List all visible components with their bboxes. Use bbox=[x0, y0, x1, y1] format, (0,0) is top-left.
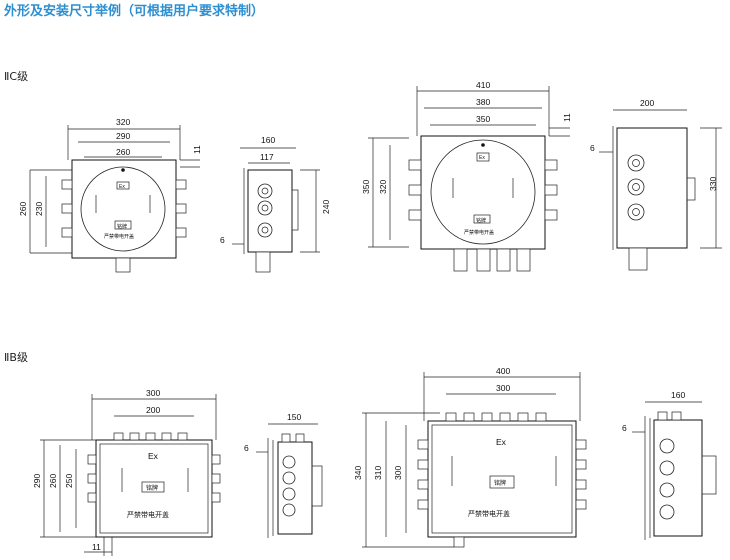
dim-200: 200 bbox=[146, 405, 160, 415]
nameplate-label: 铭牌 bbox=[494, 479, 506, 487]
dim-150: 150 bbox=[287, 412, 301, 422]
dim-6: 6 bbox=[220, 235, 225, 245]
ex-mark: Ex bbox=[148, 451, 159, 461]
iib-box-400-front-view: Ex 铭牌 严禁带电开盖 400 300 340 310 300 bbox=[353, 366, 587, 548]
dim-410: 410 bbox=[476, 80, 490, 90]
dim-h310: 310 bbox=[373, 466, 383, 480]
dim-320: 320 bbox=[116, 117, 130, 127]
dim-380: 380 bbox=[476, 97, 490, 107]
iic-box-200-side-view: 200 330 6 bbox=[590, 98, 722, 271]
dim-11: 11 bbox=[192, 145, 202, 154]
dim-6: 6 bbox=[244, 443, 249, 453]
nameplate-label: 铭牌 bbox=[117, 223, 127, 230]
dim-h290: 290 bbox=[32, 474, 42, 488]
iic-box-410-front-view: Ex 铭牌 严禁带电开盖 410 380 350 350 320 11 bbox=[361, 80, 572, 272]
dim-h250: 250 bbox=[64, 474, 74, 488]
warning-label: 严禁带电开盖 bbox=[468, 509, 510, 518]
dim-h340: 340 bbox=[353, 466, 363, 480]
dim-300: 300 bbox=[496, 383, 510, 393]
warning-label: 严禁带电开盖 bbox=[464, 229, 494, 236]
dim-400: 400 bbox=[496, 366, 510, 376]
iic-box-320-front-view: Ex 铭牌 严禁带电开盖 320 290 260 260 230 11 bbox=[18, 117, 202, 273]
dim-350: 350 bbox=[476, 114, 490, 124]
dim-160: 160 bbox=[261, 135, 275, 145]
nameplate-label: 铭牌 bbox=[146, 484, 158, 492]
section-label-iib: ⅡB级 bbox=[4, 351, 28, 364]
dim-11: 11 bbox=[92, 542, 101, 552]
warning-label: 严禁带电开盖 bbox=[127, 510, 169, 519]
dim-h260: 260 bbox=[18, 202, 28, 216]
dim-h320: 320 bbox=[378, 180, 388, 194]
ex-mark: Ex bbox=[496, 437, 507, 447]
dim-290: 290 bbox=[116, 131, 130, 141]
iib-box-160-side-view: 160 6 bbox=[622, 390, 717, 540]
round-cover bbox=[80, 166, 166, 252]
dim-160: 160 bbox=[671, 390, 685, 400]
warning-label: 严禁带电开盖 bbox=[104, 233, 134, 240]
dim-330: 330 bbox=[708, 177, 718, 191]
dim-300: 300 bbox=[146, 388, 160, 398]
ex-mark: Ex bbox=[479, 155, 485, 161]
nameplate-label: 铭牌 bbox=[476, 217, 486, 224]
dim-h230: 230 bbox=[34, 202, 44, 216]
dim-200: 200 bbox=[640, 98, 654, 108]
dim-h260: 260 bbox=[48, 474, 58, 488]
iib-box-150-side-view: 150 6 bbox=[244, 412, 323, 538]
dim-260: 260 bbox=[116, 147, 130, 157]
page-title: 外形及安装尺寸举例（可根据用户要求特制） bbox=[4, 4, 265, 19]
dim-6: 6 bbox=[622, 423, 627, 433]
dim-6: 6 bbox=[590, 143, 595, 153]
ex-mark: Ex bbox=[119, 184, 125, 190]
section-label-iic: ⅡC级 bbox=[4, 70, 29, 83]
iic-box-160-side-view: 160 117 240 6 bbox=[220, 135, 331, 273]
dim-h300: 300 bbox=[393, 466, 403, 480]
dim-240: 240 bbox=[321, 200, 331, 214]
dim-h350: 350 bbox=[361, 180, 371, 194]
dim-11: 11 bbox=[562, 113, 572, 122]
dim-117: 117 bbox=[260, 152, 274, 162]
iib-box-300-front-view: Ex 铭牌 严禁带电开盖 300 200 290 260 250 11 bbox=[32, 388, 221, 556]
